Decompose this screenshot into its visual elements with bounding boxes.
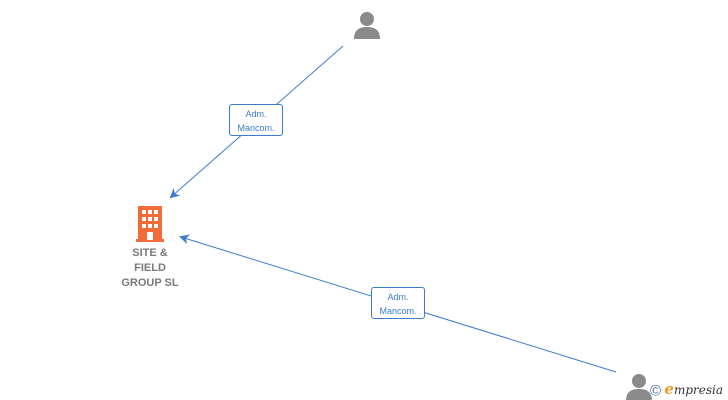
relation-label-line1: Adm. — [245, 109, 267, 119]
empresia-watermark: © empresia — [650, 380, 724, 400]
relation-label-line2: Mancom. — [237, 123, 275, 133]
building-icon[interactable] — [136, 206, 164, 242]
company-name[interactable]: SITE & FIELD GROUP SL — [121, 247, 179, 289]
person-icon[interactable] — [352, 10, 382, 40]
relation-label: Adm. Mancom. — [371, 287, 425, 319]
copyright-symbol: © — [650, 382, 662, 400]
brand-initial: e — [664, 380, 674, 398]
relation-label-line1: Adm. — [387, 292, 409, 302]
relation-label-line2: Mancom. — [379, 306, 417, 316]
person-icon[interactable] — [624, 372, 654, 400]
relation-label: Adm. Mancom. — [229, 104, 283, 136]
brand-name: mpresia — [673, 383, 724, 397]
